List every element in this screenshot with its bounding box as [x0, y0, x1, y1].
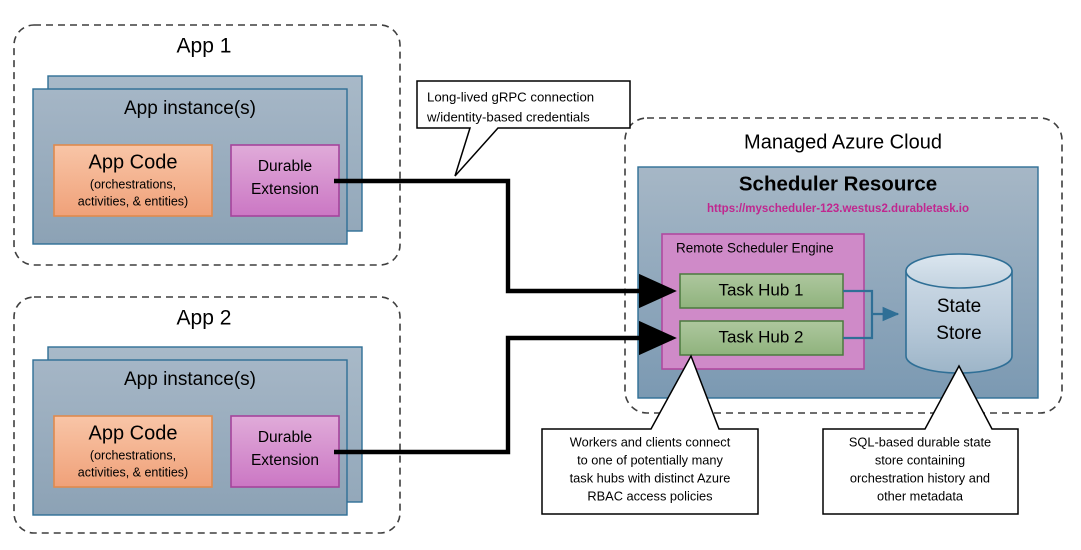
scheduler-resource-title: Scheduler Resource: [739, 172, 937, 195]
managed-azure-cloud-boundary: Managed Azure Cloud: [624, 117, 1063, 414]
task-hub-callout-line-1: Workers and clients connect: [570, 434, 731, 449]
app-1-app-code-sub-1: (orchestrations,: [90, 177, 176, 191]
app-1-app-code-sub-2: activities, & entities): [78, 194, 188, 208]
app-1-app-code-box: [53, 144, 213, 217]
remote-scheduler-engine-title: Remote Scheduler Engine: [676, 241, 834, 256]
state-store-callout-line-1: SQL-based durable state: [849, 434, 991, 449]
state-store-callout-line-4: other metadata: [877, 488, 964, 503]
task-hub-callout-line-3: task hubs with distinct Azure: [570, 470, 731, 485]
cloud-boundary-rect: [624, 117, 1063, 414]
app-2-app-code-box: [53, 415, 213, 488]
app-1-app-code-title: App Code: [89, 151, 178, 173]
grpc-callout-line-2: w/identity-based credentials: [426, 109, 590, 124]
app-2-app-code-sub-1: (orchestrations,: [90, 448, 176, 462]
app-1-durable-extension-line-1: Durable: [258, 158, 312, 175]
scheduler-resource-url: https://myscheduler-123.westus2.durablet…: [707, 203, 969, 215]
grpc-callout: Long-lived gRPC connection w/identity-ba…: [416, 80, 631, 177]
cloud-title: Managed Azure Cloud: [744, 131, 942, 153]
connector-app2-to-task-hub-2: [334, 320, 677, 455]
task-hub-to-state-store-connector: [843, 289, 900, 340]
app-1-boundary: App 1: [13, 24, 401, 266]
app-1-title: App 1: [177, 35, 232, 58]
app-1-durable-extension-line-2: Extension: [251, 181, 319, 198]
state-store-line-2: Store: [936, 323, 981, 344]
app-2-boundary-rect: [13, 296, 401, 534]
grpc-callout-bubble: [416, 80, 631, 177]
task-hub-callout-bubble: [541, 354, 759, 515]
app-2-app-code-sub-2: activities, & entities): [78, 465, 188, 479]
app-2-durable-extension-line-1: Durable: [258, 429, 312, 446]
state-store-callout-bubble: [822, 364, 1019, 515]
task-hub-1-label: Task Hub 1: [718, 280, 803, 299]
state-store-line-1: State: [937, 296, 981, 317]
state-store-callout-line-2: store containing: [875, 452, 965, 467]
app-2-title: App 2: [177, 307, 232, 330]
task-hub-1-box[interactable]: [679, 273, 844, 309]
app-2-boundary: App 2: [13, 296, 401, 534]
app-1-instance-label: App instance(s): [124, 98, 256, 119]
grpc-callout-line-1: Long-lived gRPC connection: [427, 89, 594, 104]
app-1-durable-extension-box: [230, 144, 340, 217]
app-2-durable-extension-line-2: Extension: [251, 452, 319, 469]
state-store-top-ellipse: [905, 253, 1013, 289]
app-2-instance-label: App instance(s): [124, 369, 256, 390]
app-2-durable-extension-box: [230, 415, 340, 488]
state-store-callout-line-3: orchestration history and: [850, 470, 990, 485]
task-hub-callout-line-4: RBAC access policies: [587, 488, 712, 503]
task-hub-2-box[interactable]: [679, 320, 844, 356]
connector-app1-to-task-hub-1: [334, 178, 677, 309]
app-1-boundary-rect: [13, 24, 401, 266]
task-hub-2-label: Task Hub 2: [718, 327, 803, 346]
app-2-app-code-title: App Code: [89, 422, 178, 444]
state-store-callout: SQL-based durable state store containing…: [822, 364, 1019, 515]
state-store-cylinder: State Store: [905, 253, 1013, 374]
task-hub-callout: Workers and clients connect to one of po…: [541, 354, 759, 515]
task-hub-callout-line-2: to one of potentially many: [577, 452, 723, 467]
